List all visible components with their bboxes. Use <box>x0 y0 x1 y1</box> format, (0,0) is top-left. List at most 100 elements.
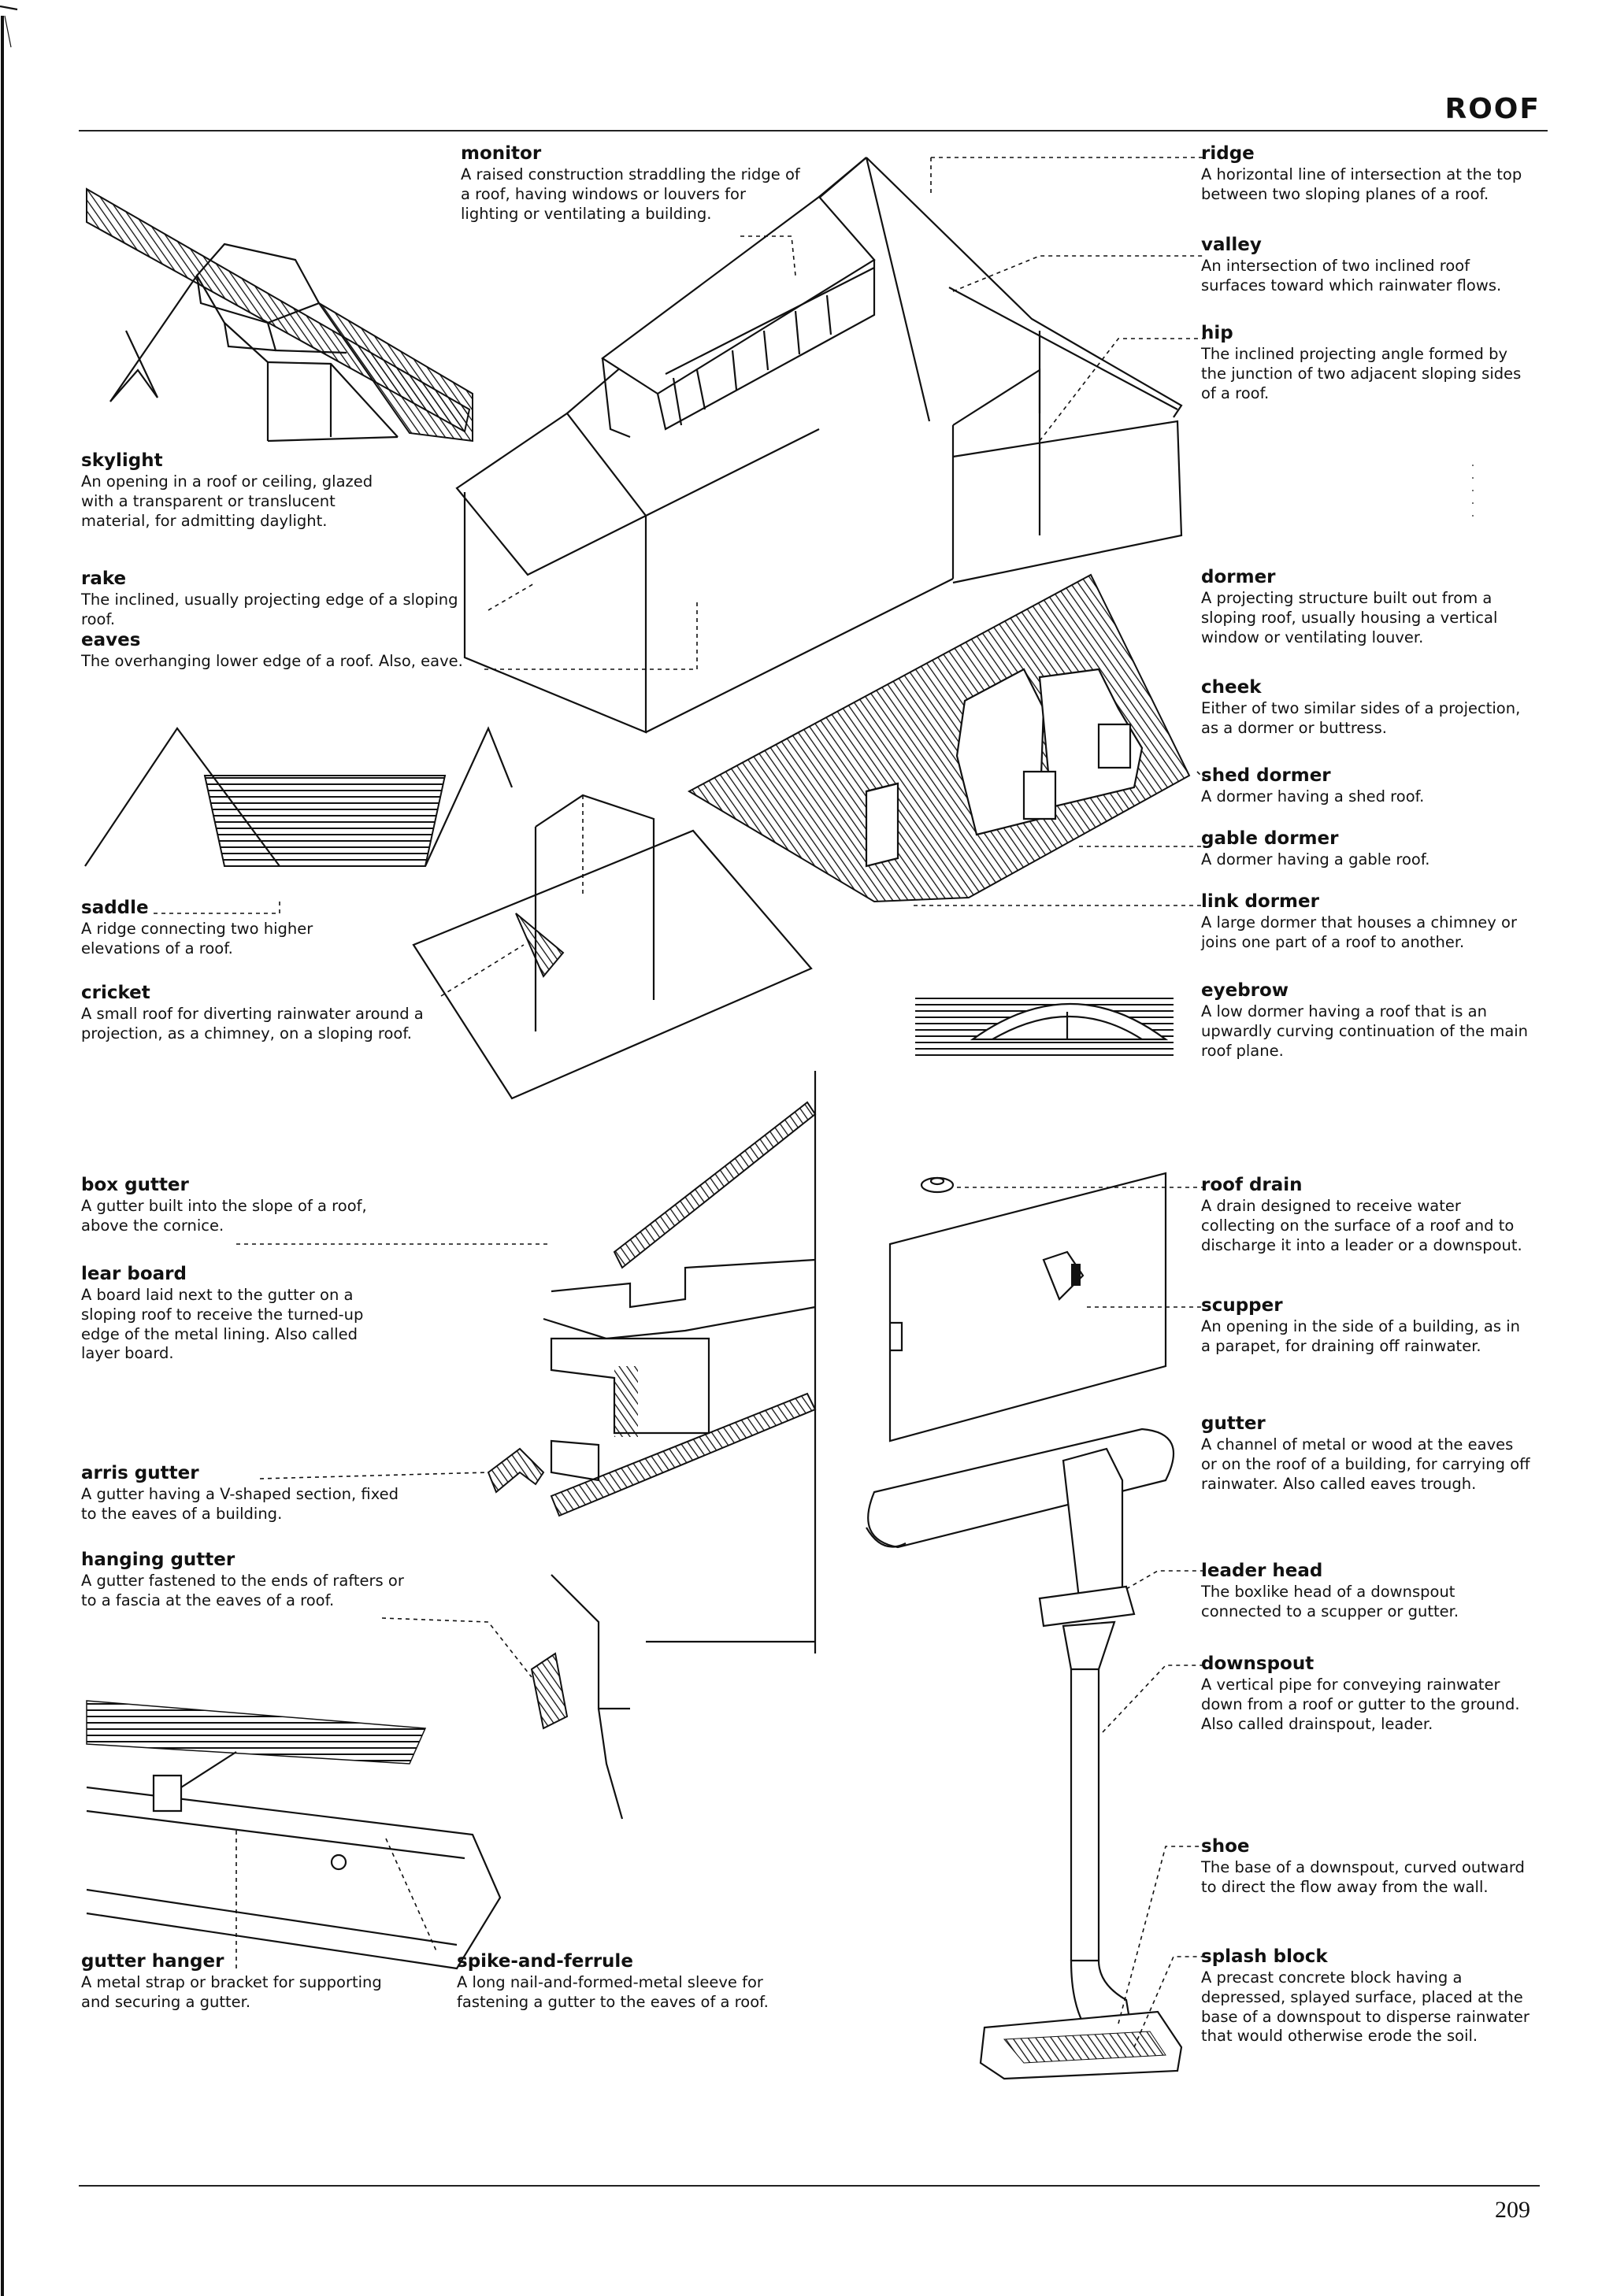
term-title: shoe <box>1201 1836 1250 1857</box>
term-definition: A horizontal line of intersection at the… <box>1201 165 1522 203</box>
entry-splash-block: splash block A precast concrete block ha… <box>1201 1946 1532 2046</box>
term-title: gutter <box>1201 1413 1266 1434</box>
entry-cheek: cheek Either of two similar sides of a p… <box>1201 677 1532 739</box>
term-definition: A dormer having a gable roof. <box>1201 850 1430 869</box>
term-title: eyebrow <box>1201 980 1289 1001</box>
entry-eyebrow: eyebrow A low dormer having a roof that … <box>1201 980 1532 1061</box>
term-title: cheek <box>1201 677 1262 698</box>
downspout-drawing <box>866 1429 1181 2079</box>
entry-monitor: monitor A raised construction straddling… <box>461 143 807 224</box>
term-title: dormer <box>1201 567 1276 587</box>
entry-roof-drain: roof drain A drain designed to receive w… <box>1201 1175 1532 1255</box>
entry-eaves: eaves The overhanging lower edge of a ro… <box>81 630 491 672</box>
header-rule <box>79 130 1548 131</box>
entry-ridge: ridge A horizontal line of intersection … <box>1201 143 1532 205</box>
term-title: box gutter <box>81 1175 189 1195</box>
term-definition: An opening in the side of a building, as… <box>1201 1317 1520 1355</box>
entry-box-gutter: box gutter A gutter built into the slope… <box>81 1175 396 1236</box>
entry-gable-dormer: gable dormer A dormer having a gable roo… <box>1201 828 1532 870</box>
term-definition: A dormer having a shed roof. <box>1201 787 1425 806</box>
term-title: leader head <box>1201 1561 1323 1581</box>
entry-rake: rake The inclined, usually projecting ed… <box>81 568 491 630</box>
entry-downspout: downspout A vertical pipe for conveying … <box>1201 1653 1532 1734</box>
term-definition: A low dormer having a roof that is an up… <box>1201 1002 1529 1060</box>
term-definition: The inclined, usually projecting edge of… <box>81 591 458 628</box>
term-title: gable dormer <box>1201 828 1339 849</box>
term-title: gutter hanger <box>81 1951 224 1972</box>
term-title: skylight <box>81 450 163 471</box>
term-title: spike-and-ferrule <box>457 1951 633 1972</box>
term-title: downspout <box>1201 1653 1315 1674</box>
term-definition: A drain designed to receive water collec… <box>1201 1197 1522 1254</box>
term-definition: The inclined projecting angle formed by … <box>1201 345 1522 402</box>
footer-rule <box>79 2185 1540 2187</box>
entry-hanging-gutter: hanging gutter A gutter fastened to the … <box>81 1550 412 1611</box>
term-definition: The overhanging lower edge of a roof. Al… <box>81 652 463 671</box>
term-title: eaves <box>81 630 141 650</box>
term-title: rake <box>81 568 127 589</box>
entry-spike-and-ferrule: spike-and-ferrule A long nail-and-formed… <box>457 1951 788 2013</box>
dormer-drawing <box>689 575 1189 902</box>
term-definition: A vertical pipe for conveying rainwater … <box>1201 1676 1520 1733</box>
term-title: hip <box>1201 323 1233 343</box>
term-definition: Either of two similar sides of a project… <box>1201 699 1521 737</box>
cornice-section-drawing <box>488 1071 815 1819</box>
term-title: shed dormer <box>1201 765 1331 786</box>
term-definition: A precast concrete block having a depres… <box>1201 1968 1530 2046</box>
entry-arris-gutter: arris gutter A gutter having a V-shaped … <box>81 1463 412 1524</box>
term-title: cricket <box>81 983 150 1003</box>
entry-hip: hip The inclined projecting angle formed… <box>1201 323 1532 403</box>
term-title: hanging gutter <box>81 1550 235 1570</box>
term-title: scupper <box>1201 1295 1283 1316</box>
section-heading: ROOF <box>1444 93 1541 125</box>
term-title: valley <box>1201 235 1262 255</box>
term-title: ridge <box>1201 143 1255 164</box>
entry-saddle: saddle A ridge connecting two higher ele… <box>81 898 365 959</box>
term-title: monitor <box>461 143 542 164</box>
skylight-drawing <box>87 189 473 441</box>
term-definition: A gutter built into the slope of a roof,… <box>81 1197 367 1235</box>
term-title: lear board <box>81 1264 187 1284</box>
term-definition: A gutter fastened to the ends of rafters… <box>81 1572 404 1609</box>
gutter-hanger-drawing <box>87 1701 500 1968</box>
term-title: arris gutter <box>81 1463 199 1483</box>
term-definition: An opening in a roof or ceiling, glazed … <box>81 472 373 530</box>
leader-lines <box>154 157 1205 2047</box>
entry-link-dormer: link dormer A large dormer that houses a… <box>1201 891 1532 953</box>
entry-dormer: dormer A projecting structure built out … <box>1201 567 1532 647</box>
cricket-drawing <box>413 795 811 1098</box>
term-definition: The boxlike head of a downspout connecte… <box>1201 1583 1459 1620</box>
entry-skylight: skylight An opening in a roof or ceiling… <box>81 450 404 531</box>
term-definition: A metal strap or bracket for supporting … <box>81 1973 382 2011</box>
entry-shed-dormer: shed dormer A dormer having a shed roof. <box>1201 765 1532 807</box>
term-definition: A projecting structure built out from a … <box>1201 589 1498 646</box>
entry-cricket: cricket A small roof for diverting rainw… <box>81 983 443 1044</box>
entry-leader-head: leader head The boxlike head of a downsp… <box>1201 1561 1532 1622</box>
term-title: splash block <box>1201 1946 1328 1967</box>
term-definition: A raised construction straddling the rid… <box>461 165 800 223</box>
term-definition: A gutter having a V-shaped section, fixe… <box>81 1485 399 1523</box>
term-definition: A ridge connecting two higher elevations… <box>81 920 313 957</box>
binding-edge <box>0 6 17 2296</box>
entry-valley: valley An intersection of two inclined r… <box>1201 235 1532 296</box>
term-definition: A long nail-and-formed-metal sleeve for … <box>457 1973 769 2011</box>
term-title: roof drain <box>1201 1175 1303 1195</box>
entry-gutter-hanger: gutter hanger A metal strap or bracket f… <box>81 1951 412 2013</box>
term-definition: A board laid next to the gutter on a slo… <box>81 1286 364 1363</box>
term-definition: A small roof for diverting rainwater aro… <box>81 1005 424 1042</box>
page-number: 209 <box>1495 2197 1530 2223</box>
term-definition: The base of a downspout, curved outward … <box>1201 1858 1525 1896</box>
term-definition: An intersection of two inclined roof sur… <box>1201 257 1502 294</box>
entry-shoe: shoe The base of a downspout, curved out… <box>1201 1836 1532 1898</box>
entry-gutter: gutter A channel of metal or wood at the… <box>1201 1413 1532 1494</box>
entry-lear-board: lear board A board laid next to the gutt… <box>81 1264 396 1364</box>
term-title: saddle <box>81 898 149 918</box>
saddle-drawing <box>85 728 512 866</box>
term-definition: A channel of metal or wood at the eaves … <box>1201 1435 1530 1493</box>
term-title: link dormer <box>1201 891 1319 912</box>
entry-scupper: scupper An opening in the side of a buil… <box>1201 1295 1532 1357</box>
eyebrow-drawing <box>915 994 1174 1061</box>
house-drawing <box>457 157 1181 732</box>
roof-drain-drawing <box>890 1173 1166 1441</box>
